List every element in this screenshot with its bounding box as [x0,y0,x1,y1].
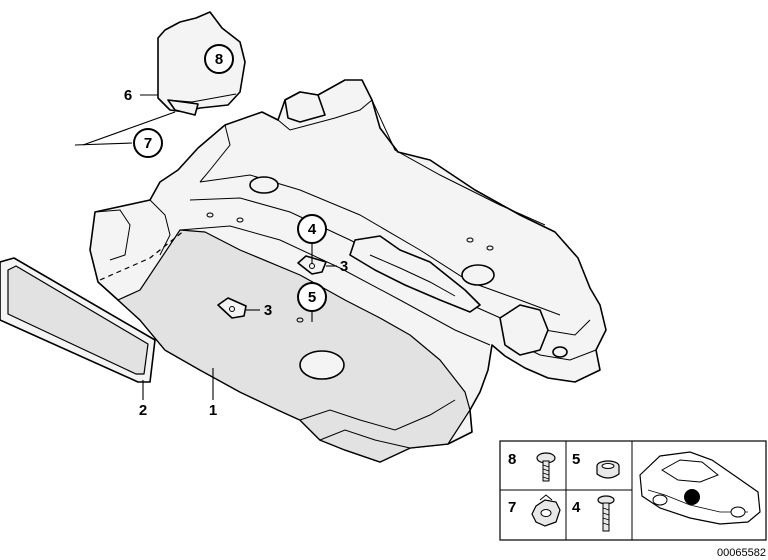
upper-shield-part-6 [157,11,246,116]
callout-5: 5 [297,282,327,312]
side-panel-part-2 [0,257,156,383]
callout-3-upper-label: 3 [340,258,348,275]
fastener-plate-upper [297,255,327,275]
callout-2-label: 2 [139,402,147,419]
document-number: 00065582 [717,547,766,559]
location-marker-icon [684,489,700,505]
callout-7: 7 [133,128,163,158]
callout-4-label: 4 [308,221,317,238]
legend-5-label: 5 [572,451,580,468]
leader-lines [74,94,337,400]
screw-icon [536,452,556,482]
callout-7-label: 7 [144,135,152,152]
callout-3-lower-label: 3 [264,302,272,319]
callout-8: 8 [204,44,234,74]
callout-1-label: 1 [209,402,217,419]
floor-insulation-part-1 [89,79,607,463]
callout-5-label: 5 [308,289,316,306]
nut-icon [531,494,561,527]
legend-7-label: 7 [508,499,516,516]
callout-4: 4 [297,214,327,244]
callout-6-label: 6 [124,87,132,104]
fastener-plate-lower [217,297,247,319]
vehicle-location-icon [639,451,761,525]
legend-4-label: 4 [572,499,581,516]
hardware-legend: 8 5 7 4 [499,440,767,541]
legend-8-label: 8 [508,451,516,468]
grommet-icon [596,460,620,479]
bolt-icon [597,495,615,532]
callout-8-label: 8 [215,51,223,68]
